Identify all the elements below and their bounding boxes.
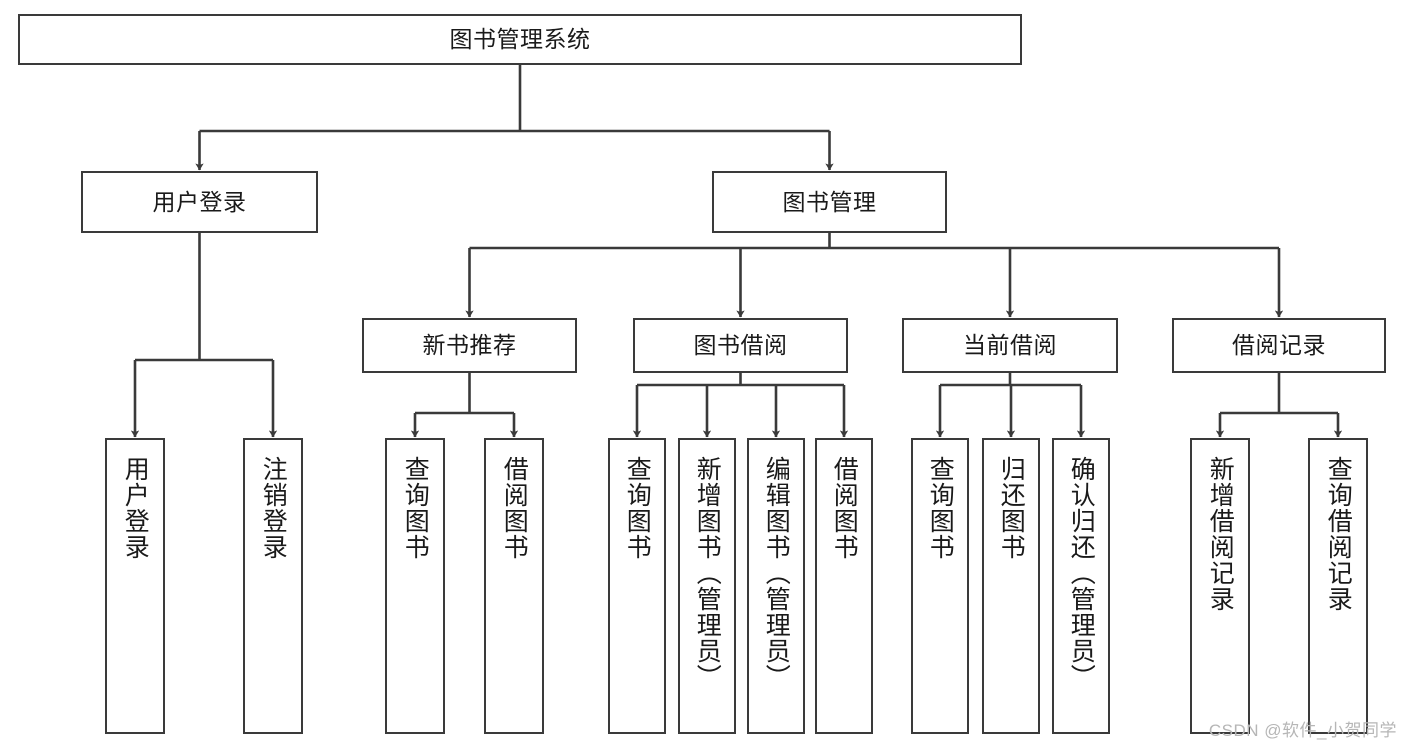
node-label: 新书推荐 (422, 332, 517, 358)
node-label: 借阅图书 (500, 456, 529, 560)
node-newbook[interactable]: 新书推荐 (362, 318, 577, 373)
node-l_addrec[interactable]: 新增借阅记录 (1190, 438, 1250, 734)
node-l_confirm[interactable]: 确认归还（管理员） (1052, 438, 1110, 734)
node-l_q3[interactable]: 查询图书 (911, 438, 969, 734)
node-l_q2[interactable]: 查询图书 (608, 438, 666, 734)
node-label: 归还图书 (997, 456, 1026, 560)
node-label: 图书管理 (782, 188, 877, 215)
node-bookmgmt[interactable]: 图书管理 (712, 171, 947, 233)
node-label: 注销登录 (259, 456, 288, 560)
node-label: 图书管理系统 (449, 26, 591, 52)
node-label: 查询图书 (926, 456, 955, 560)
node-label: 借阅记录 (1232, 332, 1326, 358)
node-current[interactable]: 当前借阅 (902, 318, 1118, 373)
node-label: 编辑图书（管理员） (762, 456, 791, 690)
node-l_logout[interactable]: 注销登录 (243, 438, 303, 734)
node-label: 查询借阅记录 (1324, 456, 1353, 612)
node-l_login[interactable]: 用户登录 (105, 438, 165, 734)
node-label: 新增借阅记录 (1206, 456, 1235, 612)
node-label: 新增图书（管理员） (693, 456, 722, 690)
node-l_b1[interactable]: 借阅图书 (484, 438, 544, 734)
node-label: 借阅图书 (830, 456, 859, 560)
node-label: 用户登录 (152, 188, 247, 215)
node-records[interactable]: 借阅记录 (1172, 318, 1386, 373)
node-l_add[interactable]: 新增图书（管理员） (678, 438, 736, 734)
node-label: 确认归还（管理员） (1067, 456, 1096, 690)
node-l_b2[interactable]: 借阅图书 (815, 438, 873, 734)
watermark-text: CSDN @软件_小贺同学 (1208, 721, 1397, 740)
node-l_q1[interactable]: 查询图书 (385, 438, 445, 734)
node-l_qrec[interactable]: 查询借阅记录 (1308, 438, 1368, 734)
node-label: 查询图书 (623, 456, 652, 560)
node-borrow[interactable]: 图书借阅 (633, 318, 848, 373)
node-root[interactable]: 图书管理系统 (18, 14, 1022, 65)
node-label: 用户登录 (121, 456, 150, 560)
node-login[interactable]: 用户登录 (81, 171, 318, 233)
node-l_return[interactable]: 归还图书 (982, 438, 1040, 734)
node-label: 当前借阅 (963, 332, 1057, 358)
node-label: 查询图书 (401, 456, 430, 560)
node-label: 图书借阅 (693, 332, 788, 358)
node-l_edit[interactable]: 编辑图书（管理员） (747, 438, 805, 734)
